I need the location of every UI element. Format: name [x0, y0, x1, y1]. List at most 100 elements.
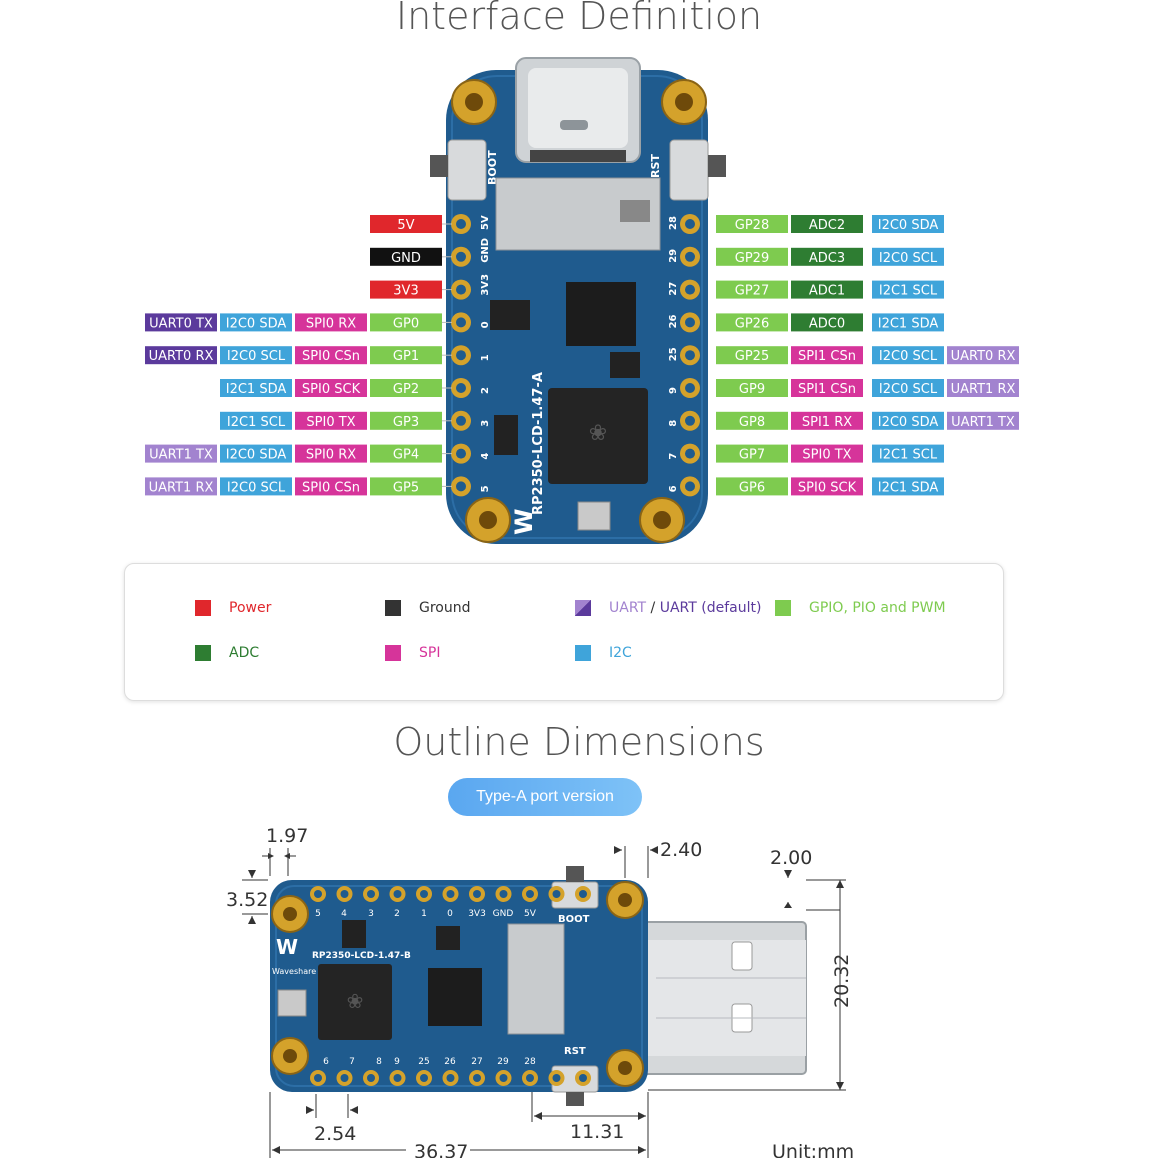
- pin-label-gp28: GP28: [716, 215, 788, 233]
- board-silk-left: 3V3: [480, 274, 491, 296]
- pin-label-gp7: GP7: [716, 444, 788, 463]
- svg-text:GP3: GP3: [393, 415, 419, 430]
- board-name: RP2350-LCD-1.47-A: [531, 372, 546, 515]
- svg-text:SPI0 SCK: SPI0 SCK: [302, 382, 361, 397]
- svg-text:I2C0 SCL: I2C0 SCL: [227, 349, 286, 364]
- svg-text:UART1 TX: UART1 TX: [951, 415, 1015, 430]
- board-silk-right: 28: [668, 216, 679, 230]
- outline-silk-top: 5V: [524, 909, 537, 919]
- legend-spi-label: SPI: [419, 645, 441, 661]
- board-silk-left: 1: [480, 354, 491, 361]
- board-silk-right: 27: [668, 282, 679, 296]
- outline-diagram: ❀ W Waveshare RP2350-LCD-1.47-B BOOT RST…: [226, 828, 854, 1158]
- func-label-i2c0-sda: I2C0 SDA: [872, 215, 944, 233]
- outline-silk-bottom: 25: [418, 1057, 429, 1067]
- board-silk-left: GND: [480, 238, 491, 263]
- legend-adc-label: ADC: [229, 645, 260, 661]
- svg-text:I2C1 SCL: I2C1 SCL: [227, 415, 286, 430]
- svg-text:GP25: GP25: [735, 349, 769, 364]
- svg-text:GP27: GP27: [735, 284, 769, 299]
- boot-label: BOOT: [486, 150, 499, 185]
- legend-gpio-label: GPIO, PIO and PWM: [809, 600, 946, 616]
- board-silk-right: 29: [668, 249, 679, 263]
- func-label-i2c0-scl: I2C0 SCL: [220, 477, 292, 496]
- svg-text:GP2: GP2: [393, 382, 419, 397]
- svg-text:SPI1 RX: SPI1 RX: [802, 415, 852, 430]
- legend-power-label: Power: [229, 600, 272, 616]
- svg-text:I2C0 SCL: I2C0 SCL: [227, 480, 286, 495]
- svg-text:GP0: GP0: [393, 316, 419, 331]
- func-label-uart1-tx: UART1 TX: [145, 444, 217, 463]
- outline-silk-bottom: 6: [323, 1057, 329, 1067]
- outline-silk-bottom: 26: [444, 1057, 456, 1067]
- func-label-uart1-tx: UART1 TX: [947, 411, 1019, 430]
- func-label-spi1-rx: SPI1 RX: [791, 411, 863, 430]
- i2c-swatch: [575, 645, 591, 661]
- svg-text:GP5: GP5: [393, 480, 419, 495]
- waveshare-logo: W: [510, 509, 538, 535]
- outline-silk-bottom: 9: [394, 1057, 400, 1067]
- svg-text:I2C1 SCL: I2C1 SCL: [879, 284, 938, 299]
- pin-label-gp6: GP6: [716, 477, 788, 496]
- svg-text:I2C0 SCL: I2C0 SCL: [879, 382, 938, 397]
- legend-uart-separator: /: [646, 600, 660, 616]
- func-label-i2c1-sda: I2C1 SDA: [220, 379, 292, 397]
- pin-label-gp25: GP25: [716, 346, 788, 365]
- func-label-adc3: ADC3: [791, 247, 863, 266]
- outline-board-name: RP2350-LCD-1.47-B: [312, 951, 411, 961]
- unit-label: Unit:mm: [772, 1141, 854, 1158]
- dim-3-52: 3.52: [226, 889, 268, 911]
- svg-text:GP1: GP1: [393, 349, 419, 364]
- outline-silk-top: 5: [315, 909, 321, 919]
- legend-panel: Power Ground UART / UART (default) GPIO,…: [124, 563, 1004, 701]
- reset-button: [669, 139, 709, 201]
- svg-text:GND: GND: [391, 251, 421, 266]
- svg-text:3V3: 3V3: [393, 284, 418, 299]
- svg-text:UART0 TX: UART0 TX: [149, 316, 213, 331]
- func-label-uart0-rx: UART0 RX: [947, 346, 1019, 365]
- func-label-uart1-rx: UART1 RX: [145, 477, 217, 496]
- func-label-uart0-tx: UART0 TX: [145, 313, 217, 332]
- legend-gpio: GPIO, PIO and PWM: [775, 600, 946, 616]
- outline-silk-bottom: 8: [376, 1057, 382, 1067]
- legend-power: Power: [195, 600, 271, 616]
- pin-label-gp5: GP5: [370, 477, 442, 496]
- svg-text:ADC0: ADC0: [809, 316, 845, 331]
- func-label-i2c1-sda: I2C1 SDA: [872, 477, 944, 496]
- svg-text:SPI0 RX: SPI0 RX: [306, 316, 356, 331]
- svg-text:UART0 RX: UART0 RX: [951, 349, 1016, 364]
- type-a-version-button[interactable]: Type-A port version: [448, 778, 642, 816]
- outline-silk-top: 1: [421, 909, 427, 919]
- func-label-spi0-csn: SPI0 CSn: [295, 346, 367, 365]
- svg-text:SPI0 TX: SPI0 TX: [306, 415, 355, 430]
- outline-silk-top: GND: [493, 909, 514, 919]
- outline-waveshare-logo: W: [276, 935, 298, 959]
- svg-text:UART1 RX: UART1 RX: [149, 480, 214, 495]
- outline-boot-label: BOOT: [558, 914, 590, 925]
- pin-label-gp0: GP0: [370, 313, 442, 332]
- interface-definition-title: Interface Definition: [395, 0, 763, 38]
- rp2350-chip: [548, 388, 648, 484]
- outline-silk-top: 3V3: [468, 909, 486, 919]
- outline-silk-bottom: 27: [471, 1057, 482, 1067]
- svg-text:GP9: GP9: [739, 382, 765, 397]
- func-label-spi0-tx: SPI0 TX: [295, 411, 367, 430]
- svg-text:I2C0 SCL: I2C0 SCL: [879, 251, 938, 266]
- svg-text:SPI0 RX: SPI0 RX: [306, 448, 356, 463]
- svg-text:ADC1: ADC1: [809, 284, 845, 299]
- svg-text:GP8: GP8: [739, 415, 765, 430]
- board-silk-right: 9: [668, 387, 679, 394]
- func-label-spi1-csn: SPI1 CSn: [791, 379, 863, 397]
- outline-silk-top: 2: [394, 909, 400, 919]
- flash-chip: [566, 282, 636, 346]
- pin-label-gp2: GP2: [370, 379, 442, 397]
- legend-ground-label: Ground: [419, 600, 471, 616]
- board-silk-right: 8: [668, 420, 679, 427]
- func-label-adc2: ADC2: [791, 215, 863, 233]
- pin-label-gp26: GP26: [716, 313, 788, 332]
- svg-text:SPI0 CSn: SPI0 CSn: [302, 349, 360, 364]
- board-silk-left: 4: [480, 453, 491, 460]
- svg-text:GP6: GP6: [739, 480, 765, 495]
- func-label-i2c1-scl: I2C1 SCL: [872, 280, 944, 299]
- dim-2-00: 2.00: [770, 847, 812, 869]
